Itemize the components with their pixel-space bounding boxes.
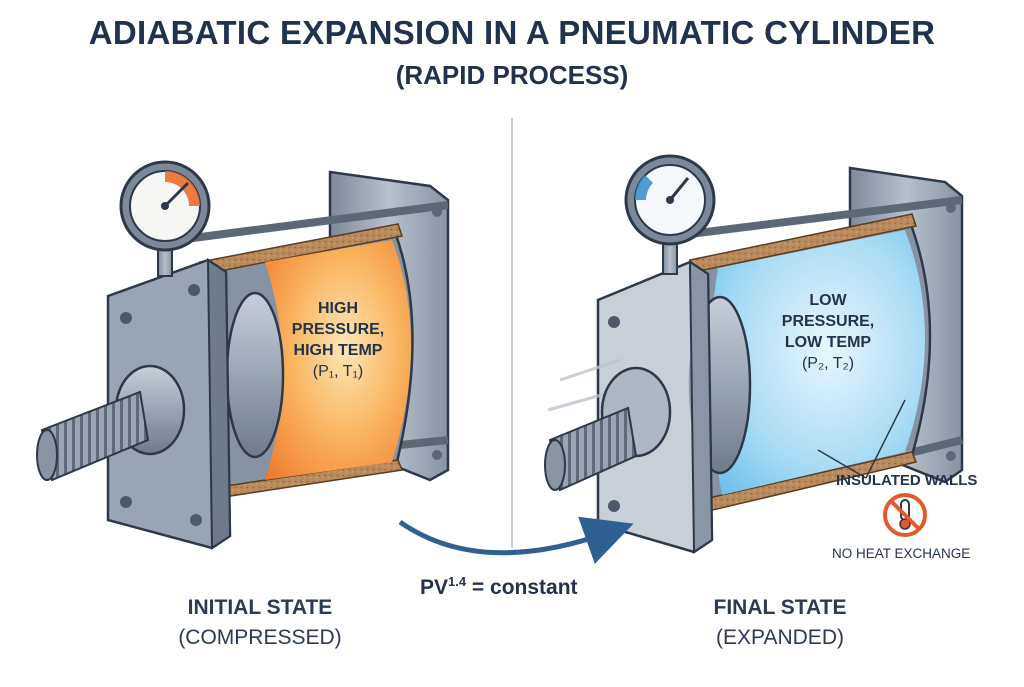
equation-exponent: 1.4 — [448, 574, 467, 589]
right-cold-gas — [709, 230, 925, 495]
left-gas-label: HIGH PRESSURE, HIGH TEMP (P₁, T₁) — [278, 298, 398, 382]
left-gas-line1: HIGH — [318, 300, 358, 317]
left-gas-line3: HIGH TEMP — [293, 342, 383, 359]
right-gas-line1: LOW — [809, 292, 847, 309]
right-gas-line3: LOW TEMP — [784, 334, 872, 351]
center-divider — [511, 118, 513, 548]
left-bolt-icon — [120, 312, 132, 324]
insulated-walls-label: INSULATED WALLS — [836, 472, 978, 489]
left-gas-line2: PRESSURE, — [291, 321, 385, 338]
no-heat-thermometer-icon — [883, 493, 927, 537]
right-state-title: FINAL STATE — [713, 596, 847, 619]
right-cylinder — [544, 154, 964, 554]
left-bolt-icon — [190, 514, 202, 526]
process-arrow — [398, 516, 634, 564]
left-bolt-icon — [120, 496, 132, 508]
right-bolt-icon — [608, 500, 620, 512]
left-state-subtitle: (COMPRESSED) — [178, 626, 342, 649]
right-gas-label: LOW PRESSURE, LOW TEMP (P₂, T₂) — [768, 290, 888, 374]
equation-rest: = constant — [466, 576, 578, 599]
insulated-leader-line — [865, 399, 906, 479]
right-bolt-icon — [608, 316, 620, 328]
right-gas-line2: PRESSURE, — [781, 313, 875, 330]
no-heat-exchange-label: NO HEAT EXCHANGE — [832, 546, 971, 561]
page-title: ADIABATIC EXPANSION IN A PNEUMATIC CYLIN… — [88, 14, 936, 51]
left-tie-rod — [161, 201, 449, 246]
right-bolt-icon — [946, 451, 956, 461]
right-tie-rod — [657, 196, 963, 242]
left-hot-gas — [265, 240, 411, 480]
left-piston — [225, 291, 285, 459]
left-bolt-icon — [188, 284, 200, 296]
left-gas-vars: (P₁, T₁) — [312, 363, 364, 380]
insulated-leader-line — [817, 449, 867, 479]
right-state-subtitle: (EXPANDED) — [716, 626, 844, 649]
left-cylinder — [36, 160, 450, 550]
left-bolt-icon — [432, 450, 442, 460]
page-subtitle: (RAPID PROCESS) — [395, 60, 629, 90]
adiabatic-equation: PV1.4 = constant — [420, 574, 578, 600]
left-state-title: INITIAL STATE — [187, 596, 333, 619]
equation-base: PV — [420, 576, 449, 599]
right-gas-vars: (P₂, T₂) — [801, 355, 855, 372]
